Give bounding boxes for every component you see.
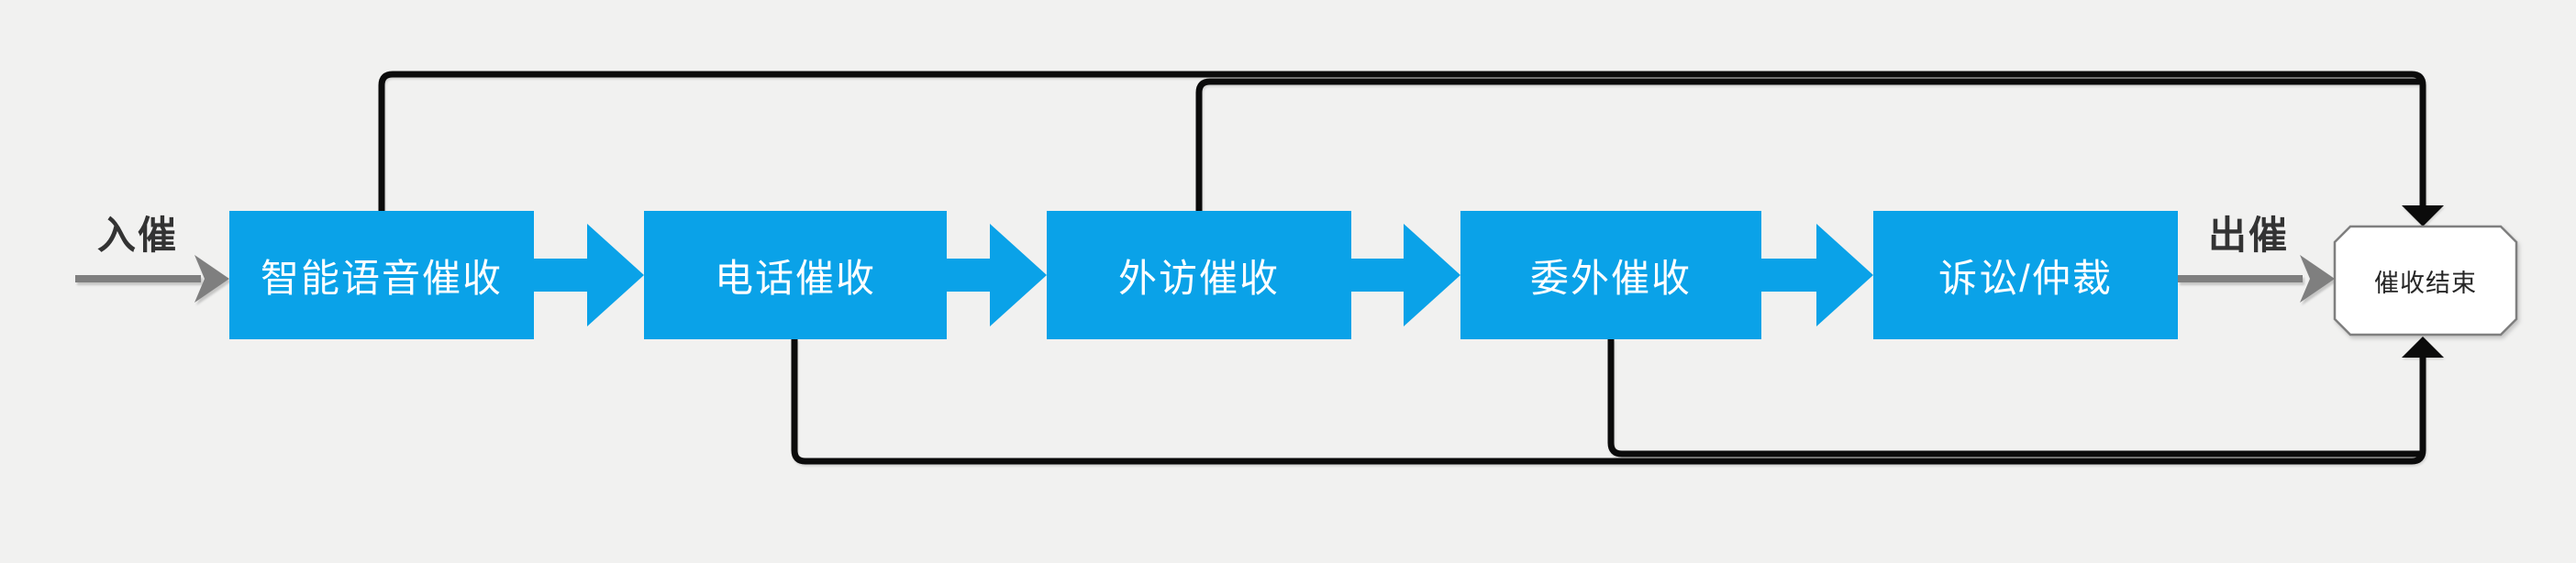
end-node-label: 催收结束 <box>2374 269 2477 297</box>
flow-arrow-step4-step5 <box>1761 224 1873 326</box>
process-step-phone-collection: 电话催收 <box>644 211 947 339</box>
entry-label: 入催 <box>96 214 178 257</box>
entry-arrow <box>75 255 229 303</box>
flow-arrow-step2-step3 <box>947 224 1047 326</box>
process-step-field-visit: 外访催收 <box>1047 211 1351 339</box>
process-step-litigation-arbitration: 诉讼/仲裁 <box>1873 211 2178 339</box>
flow-arrow-step1-step2 <box>534 224 644 326</box>
connector-step3-to-end-top <box>1195 78 2420 211</box>
arrowhead-into-end-bottom-icon <box>2402 337 2444 358</box>
process-step-intelligent-voice: 智能语音催收 <box>229 211 534 339</box>
connector-step1-to-end-top <box>378 71 2426 211</box>
exit-arrowhead-icon <box>2300 255 2335 303</box>
exit-arrow <box>2178 255 2335 303</box>
exit-arrow-shaft <box>2178 275 2303 282</box>
arrowhead-into-end-top-icon <box>2402 205 2444 226</box>
bottom-connectors <box>791 337 2444 465</box>
connector-step2-to-end-bottom <box>791 339 2426 465</box>
top-connectors <box>378 71 2444 226</box>
entry-arrow-shaft <box>75 275 201 282</box>
flow-arrow-step3-step4 <box>1351 224 1460 326</box>
connector-step4-to-end-bottom <box>1607 339 2420 458</box>
end-node-shape <box>2333 225 2518 337</box>
exit-label: 出催 <box>2207 214 2289 257</box>
entry-arrowhead-icon <box>194 255 229 303</box>
process-step-outsourced: 委外催收 <box>1460 211 1761 339</box>
